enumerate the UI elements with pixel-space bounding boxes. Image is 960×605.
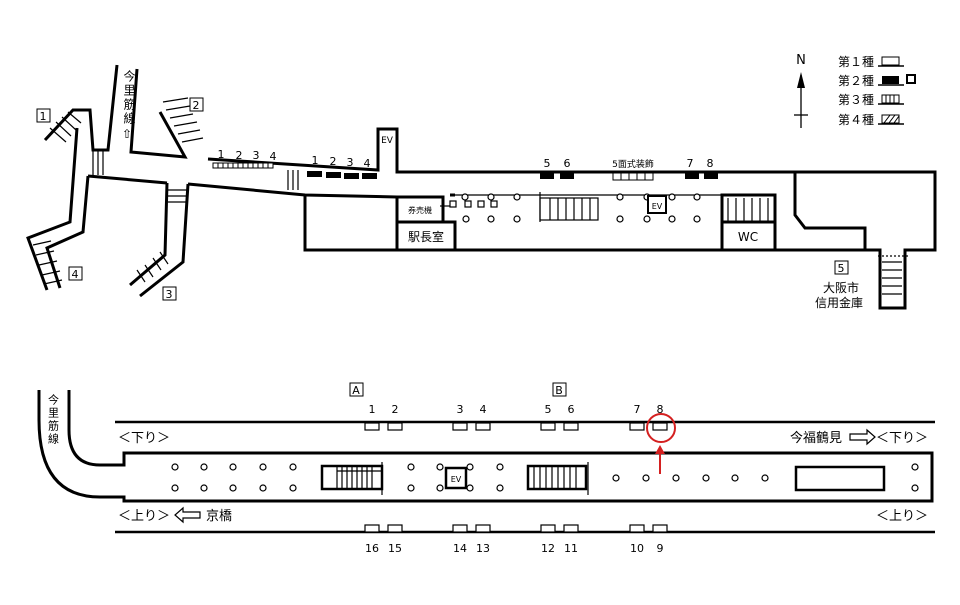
top-door-numbers: 1 2 3 4 5 6 7 8 (369, 403, 664, 416)
door-number: 7 (634, 403, 641, 416)
right-arrow-icon (849, 428, 876, 446)
bottom-door-numbers: 16 15 14 13 12 11 10 9 (365, 542, 664, 555)
ad-number: 2 (330, 155, 337, 168)
north-arrow-icon (794, 72, 808, 128)
down-direction-right: ＜下り＞ (876, 431, 928, 446)
door-number: 9 (657, 542, 664, 555)
door-number: 5 (545, 403, 552, 416)
ad-number: 1 (312, 154, 319, 167)
exit-5-label: 5 (838, 262, 845, 275)
legend-swatch-4 (878, 114, 904, 125)
door-number: 13 (476, 542, 490, 555)
door-number: 16 (365, 542, 379, 555)
legend-swatch-1 (878, 56, 904, 67)
concourse-walls (26, 64, 937, 310)
exit-5-place-line1: 大阪市 (823, 280, 859, 295)
ad-number: 1 (218, 148, 225, 161)
legend-label-2: 第２種 (838, 74, 874, 88)
door-number: 10 (630, 542, 644, 555)
door-number: 2 (392, 403, 399, 416)
door-number: 6 (568, 403, 575, 416)
platform-door-markers (364, 422, 668, 533)
legend-label-1: 第１種 (838, 55, 874, 69)
exit-5-place-line2: 信用金庫 (815, 295, 863, 310)
legend-swatch-3 (878, 94, 904, 105)
north-line-arrow-icon: ⇧ (122, 127, 132, 141)
gate-b-label: B (555, 384, 563, 397)
north-label: N (796, 53, 806, 68)
platform-line-label: 今里筋線 (47, 393, 60, 446)
legend-label-3: 第３種 (838, 93, 874, 107)
door-number: 3 (457, 403, 464, 416)
ad-boards-type2 (307, 171, 718, 179)
decor-label: 5面式装飾 (612, 158, 654, 170)
ad-number: 4 (270, 150, 277, 163)
ad-number: 5 (544, 157, 551, 170)
down-destination: 今福鶴見 (790, 430, 842, 446)
ad-number: 7 (687, 157, 694, 170)
platform-stairs-1 (320, 462, 384, 495)
door-number: 4 (480, 403, 487, 416)
up-arrow-icon (655, 445, 665, 474)
ev-label: EV (381, 136, 394, 146)
ad-number: 3 (253, 149, 260, 162)
up-direction-left: ＜上り＞ (118, 509, 170, 524)
platform-ev-label: EV (451, 475, 462, 484)
legend: N 第１種 第２種 第３種 第４種 (794, 53, 916, 128)
exit-2-label: 2 (193, 99, 200, 112)
exit-labels: 1 2 3 4 5 (36, 97, 849, 301)
highlight-marker (646, 413, 676, 474)
platform: EV (37, 390, 935, 534)
door-number: 1 (369, 403, 376, 416)
ad-number: 8 (707, 157, 714, 170)
ad-number: 4 (364, 157, 371, 170)
door-number: 14 (453, 542, 467, 555)
exit-3-label: 3 (166, 288, 173, 301)
legend-label-4: 第４種 (838, 113, 874, 127)
station-office-label: 駅長室 (408, 229, 444, 244)
ticket-machine-label: 券売機 (408, 205, 432, 215)
door-number: 15 (388, 542, 402, 555)
door-number: 11 (564, 542, 578, 555)
gate-a-label: A (352, 384, 360, 397)
up-destination: 京橋 (206, 509, 232, 524)
concourse-line-label: 今里筋線 (122, 69, 136, 126)
up-direction-right: ＜上り＞ (876, 509, 928, 524)
down-direction-left: ＜下り＞ (118, 431, 170, 446)
left-arrow-icon (174, 506, 201, 524)
door-number-highlighted: 8 (657, 403, 664, 416)
ad-number: 2 (236, 149, 243, 162)
ad-number: 3 (347, 156, 354, 169)
door-number: 12 (541, 542, 555, 555)
ad-number: 6 (564, 157, 571, 170)
exit-1-label: 1 (40, 110, 47, 123)
wc-label: WC (738, 230, 758, 244)
legend-swatch-2 (878, 74, 916, 86)
platform-pillars (171, 463, 919, 492)
ad-boards-type3 (212, 162, 654, 181)
exit-4-label: 4 (72, 268, 79, 281)
ev-label: EV (652, 202, 663, 211)
platform-stairs-2 (526, 462, 589, 495)
